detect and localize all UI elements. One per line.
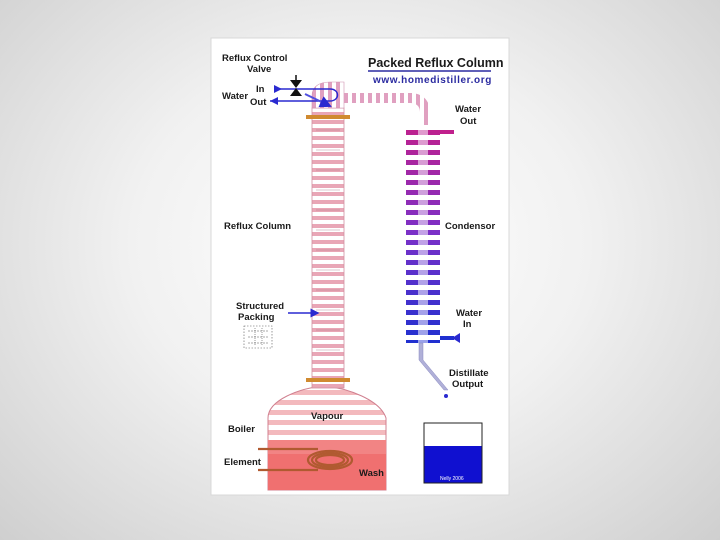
credit-label: Nelly 2006 xyxy=(440,476,464,482)
condenser-inner-tube xyxy=(418,125,428,343)
reflux-flow-arrow-icon xyxy=(304,93,332,108)
reflux-control-label-1: Reflux Control xyxy=(222,53,287,64)
condenser-water-in-port xyxy=(440,336,454,340)
diagram-url: www.homedistiller.org xyxy=(372,75,492,86)
vapour-label: Vapour xyxy=(311,411,344,422)
condenser-water-out-label-1: Water xyxy=(455,104,481,115)
distillate-output-label-1: Distillate xyxy=(449,368,489,379)
receiver: Nelly 2006 xyxy=(423,422,483,484)
valve-icon xyxy=(290,75,302,96)
boiler-label: Boiler xyxy=(228,424,255,435)
condenser-water-in-label-1: Water xyxy=(456,308,482,319)
reflux-control-label-2: Valve xyxy=(247,64,271,75)
column-flange-bottom xyxy=(306,378,350,382)
water-out-label: Out xyxy=(250,97,267,108)
receiver-liquid xyxy=(424,446,482,483)
condenser-water-out-port xyxy=(440,130,454,134)
reflux-column xyxy=(311,107,345,389)
reflux-column-label: Reflux Column xyxy=(224,221,291,232)
distillate-drop xyxy=(444,394,448,398)
water-label: Water xyxy=(222,91,248,102)
wash-label: Wash xyxy=(359,468,384,479)
structured-packing-label-1: Structured xyxy=(236,301,284,312)
vapour-pipe-bend xyxy=(410,93,430,125)
distillate-output-label-2: Output xyxy=(452,379,484,390)
column-packing xyxy=(316,129,340,351)
structured-packing-label-2: Packing xyxy=(238,312,275,323)
heating-coil-icon xyxy=(258,447,354,472)
condensor-label: Condensor xyxy=(445,221,495,232)
condenser xyxy=(406,125,460,398)
water-in-label: In xyxy=(256,84,265,95)
diagram-title: Packed Reflux Column xyxy=(368,56,503,70)
vapour-pipe xyxy=(344,93,416,103)
water-in-arrow-icon xyxy=(274,85,282,93)
condenser-water-in-arrow-icon xyxy=(452,333,460,343)
condenser-water-in-label-2: In xyxy=(463,319,472,330)
packing-icon xyxy=(243,325,273,349)
water-out-arrow-icon xyxy=(270,97,278,105)
element-label: Element xyxy=(224,457,262,468)
condenser-water-out-label-2: Out xyxy=(460,116,477,127)
column-flange-top xyxy=(306,115,350,119)
boiler xyxy=(258,385,387,491)
distillate-output-tube xyxy=(418,342,449,391)
reflux-loop xyxy=(329,88,339,102)
